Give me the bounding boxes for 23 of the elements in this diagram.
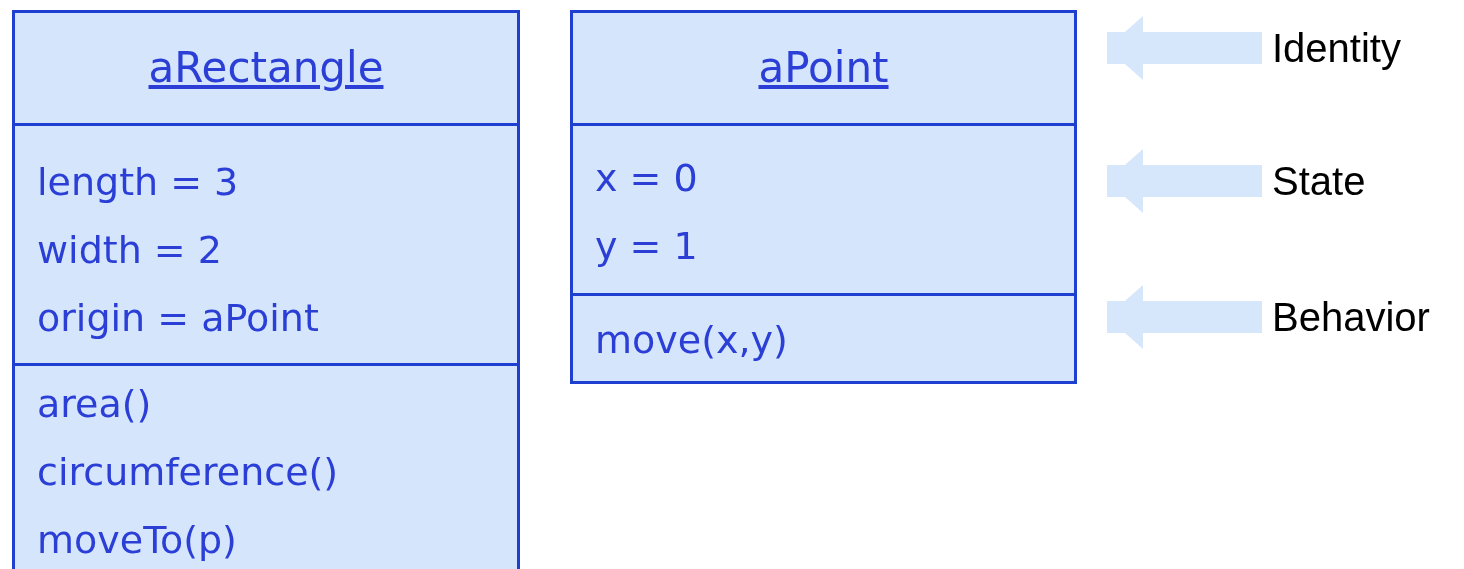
object-name: aPoint [758,42,889,94]
annotation-text: State [1272,158,1366,204]
attribute-compartment [570,123,1077,296]
operation-compartment [570,293,1077,384]
object-name: aRectangle [148,42,384,94]
block-arrow [1107,16,1262,80]
operation-text: move(x,y) [595,317,788,364]
block-arrow [1107,149,1262,213]
operation-compartment [12,363,520,569]
operation-text: area() [37,381,152,428]
object-name-compartment [570,10,1077,126]
annotation-text: Identity [1272,25,1401,71]
annotation-text: Behavior [1272,294,1430,340]
attribute-text: y = 1 [595,223,698,270]
operation-text: circumference() [37,449,339,496]
attribute-text: origin = aPoint [37,295,319,342]
object-name-compartment [12,10,520,126]
attribute-text: width = 2 [37,227,222,274]
attribute-text: x = 0 [595,155,698,202]
operation-text: moveTo(p) [37,517,237,564]
attribute-compartment [12,123,520,366]
attribute-text: length = 3 [37,159,239,206]
block-arrow [1107,285,1262,349]
